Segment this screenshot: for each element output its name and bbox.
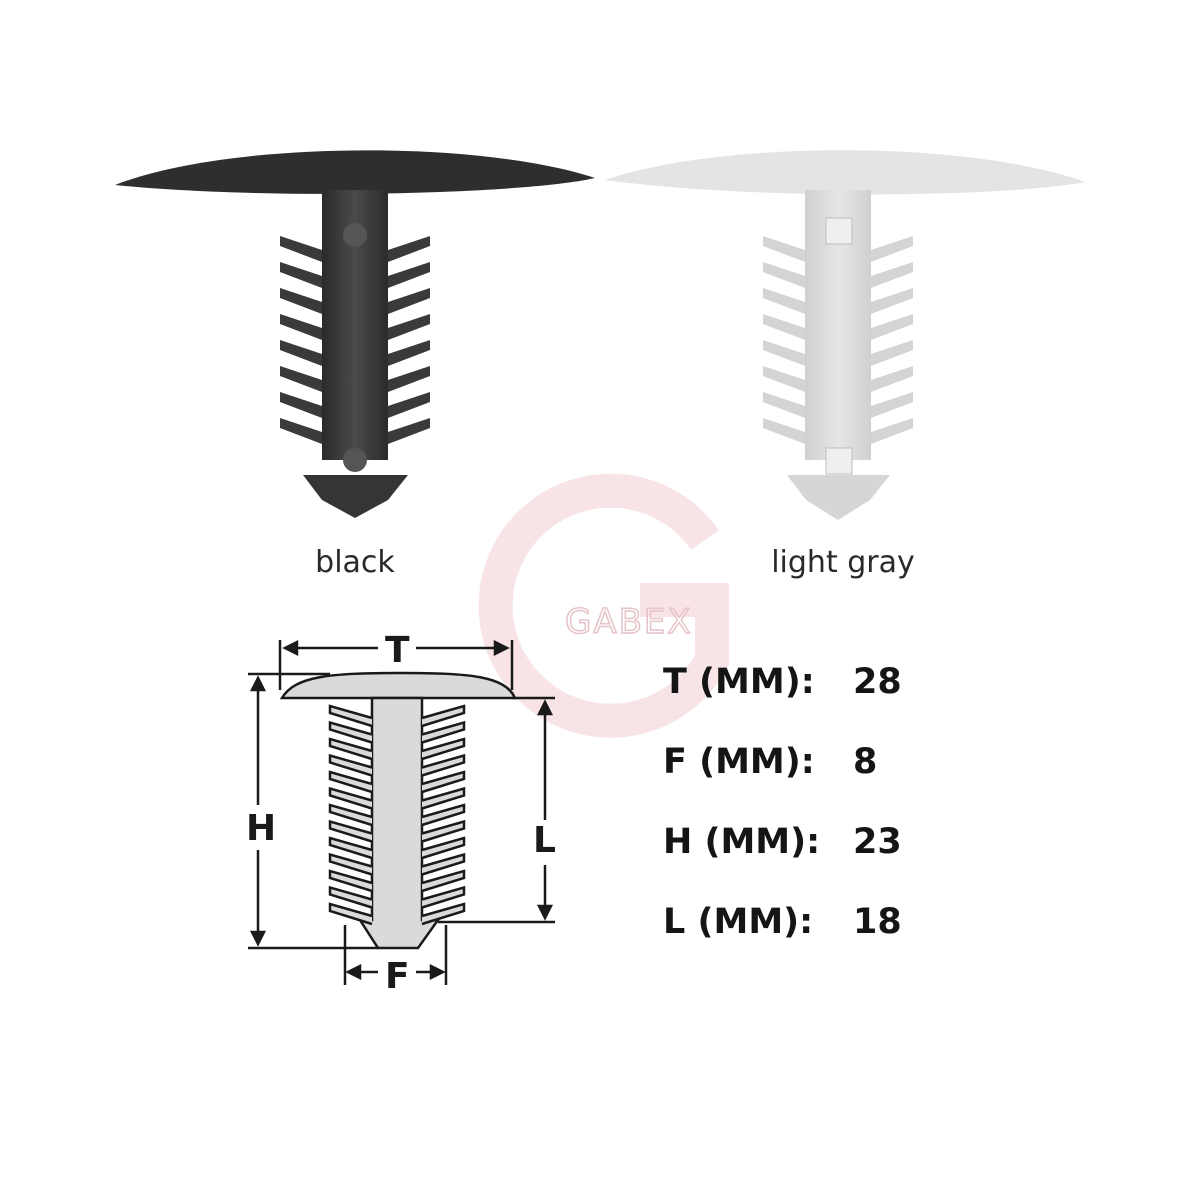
caption-black: black xyxy=(315,545,395,580)
diagram-fin xyxy=(421,770,466,794)
spec-key: L (MM): xyxy=(663,902,814,942)
fin-barb xyxy=(388,392,430,418)
diagram-fin xyxy=(328,753,373,777)
fin-barb xyxy=(871,418,913,444)
caption-light-gray: light gray xyxy=(771,545,915,580)
spec-row-f: F (MM): 8 xyxy=(663,742,983,798)
diagram-fin xyxy=(421,704,466,728)
diagram-fin xyxy=(328,902,373,926)
fin-barb xyxy=(388,262,430,288)
diagram-fin xyxy=(328,869,373,893)
dim-label-l: L xyxy=(533,820,556,861)
fin-barb xyxy=(871,392,913,418)
fin-barb xyxy=(763,418,805,444)
diagram-fin xyxy=(421,836,466,860)
fin-barb xyxy=(763,392,805,418)
diagram-fin xyxy=(328,770,373,794)
fin-barb xyxy=(388,236,430,262)
spec-value: 23 xyxy=(853,822,902,862)
fin-barb xyxy=(280,418,322,444)
diagram-fin xyxy=(328,852,373,876)
fin-barb xyxy=(388,366,430,392)
diagram-fin xyxy=(328,720,373,744)
fin-barb xyxy=(871,314,913,340)
fin-barb xyxy=(280,340,322,366)
fin-barb xyxy=(763,236,805,262)
fin-barb xyxy=(763,366,805,392)
dim-label-t: T xyxy=(385,630,410,671)
fin-barb xyxy=(388,288,430,314)
spec-value: 8 xyxy=(853,742,878,782)
black-clip-photo xyxy=(115,150,595,518)
dim-label-f: F xyxy=(385,956,410,997)
diagram-fin xyxy=(328,737,373,761)
light-gray-clip-photo xyxy=(605,150,1085,520)
fin-barb xyxy=(763,262,805,288)
diagram-fin xyxy=(328,786,373,810)
diagram-fin xyxy=(421,885,466,909)
diagram-fin xyxy=(421,753,466,777)
diagram-fin xyxy=(421,902,466,926)
fin-barb xyxy=(763,340,805,366)
fin-barb xyxy=(388,418,430,444)
fin-barb xyxy=(280,288,322,314)
fin-barb xyxy=(871,288,913,314)
fin-barb xyxy=(871,366,913,392)
dimension-diagram xyxy=(279,671,517,950)
fin-barb xyxy=(388,340,430,366)
diagram-fin xyxy=(328,803,373,827)
fin-barb xyxy=(871,262,913,288)
spec-value: 18 xyxy=(853,902,902,942)
fin-barb xyxy=(388,314,430,340)
fin-barb xyxy=(763,288,805,314)
fin-barb xyxy=(280,236,322,262)
diagram-fin xyxy=(328,819,373,843)
fin-barb xyxy=(871,340,913,366)
diagram-fin xyxy=(421,819,466,843)
diagram-fin xyxy=(421,869,466,893)
diagram-head xyxy=(279,671,517,700)
fin-barb xyxy=(763,314,805,340)
spec-row-t: T (MM): 28 xyxy=(663,662,983,718)
spec-key: H (MM): xyxy=(663,822,821,862)
fin-barb xyxy=(280,392,322,418)
watermark-logo: GABEX xyxy=(478,473,729,738)
diagram-fin xyxy=(328,704,373,728)
diagram-fin xyxy=(421,720,466,744)
diagram-fin xyxy=(421,737,466,761)
diagram-fin xyxy=(421,786,466,810)
diagram-fin xyxy=(328,836,373,860)
spec-value: 28 xyxy=(853,662,902,702)
spec-key: F (MM): xyxy=(663,742,815,782)
watermark-text: GABEX xyxy=(565,602,693,642)
diagram-fin xyxy=(421,803,466,827)
diagram-fin xyxy=(328,885,373,909)
spec-row-l: L (MM): 18 xyxy=(663,902,983,958)
spec-key: T (MM): xyxy=(663,662,815,702)
fin-barb xyxy=(280,314,322,340)
diagram-fin xyxy=(421,852,466,876)
fin-barb xyxy=(280,262,322,288)
fin-barb xyxy=(871,236,913,262)
dim-label-h: H xyxy=(246,808,276,849)
spec-row-h: H (MM): 23 xyxy=(663,822,983,878)
fin-barb xyxy=(280,366,322,392)
